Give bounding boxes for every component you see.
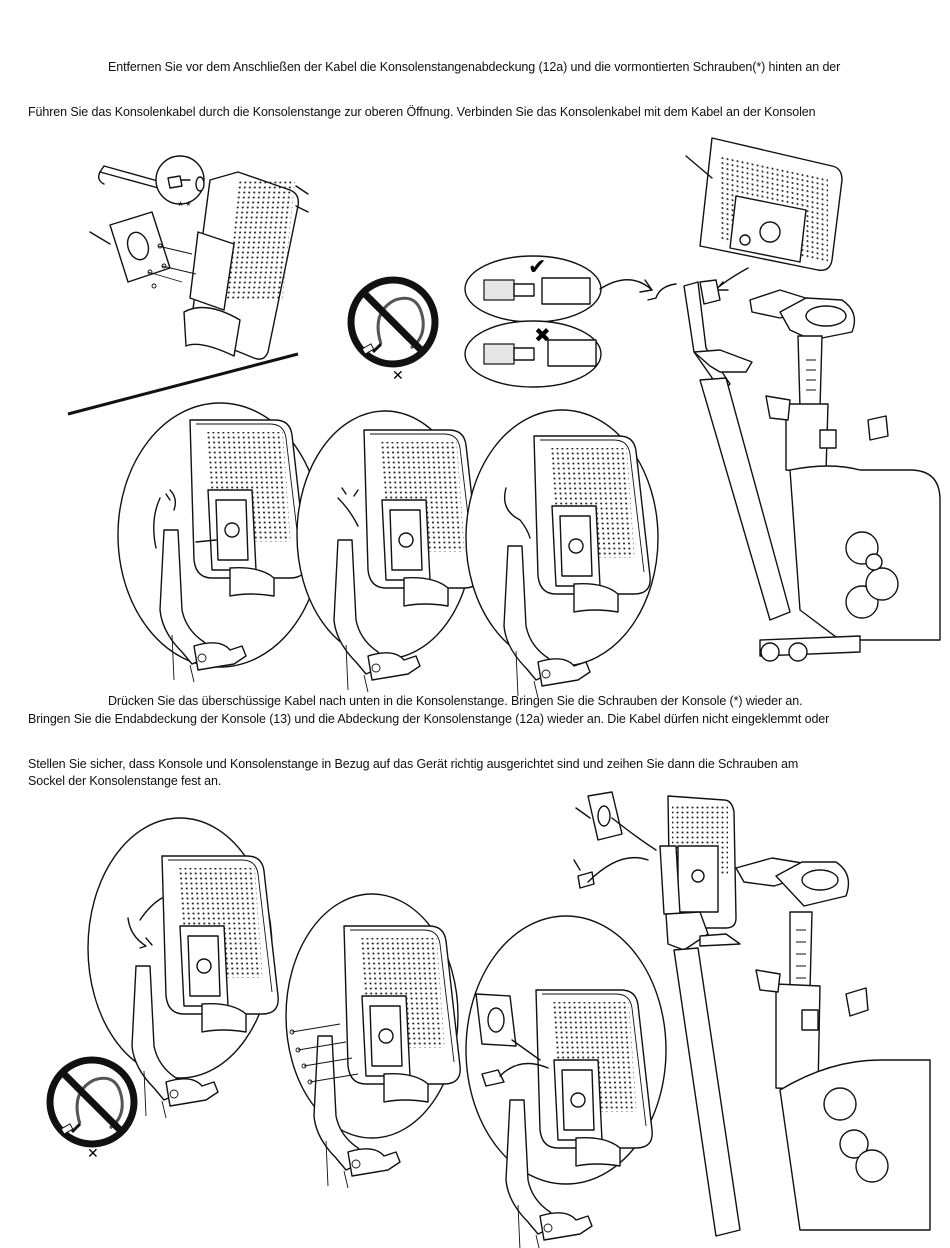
wrong-cross-icon: ✖ [534,323,551,347]
step3-instruction-line2: Sockel der Konsolenstange fest an. [28,774,222,788]
step2-instruction-line1: Drücken Sie das überschüssige Kabel nach… [108,694,803,708]
closeup-circle-6 [465,915,667,1248]
exploded-console-diagram [67,155,309,416]
step1-instruction-line1: Entfernen Sie vor dem Anschließen der Ka… [108,60,841,74]
step1-instruction-line2: Führen Sie das Konsolenkabel durch die K… [28,105,816,119]
screw-asterisk-mark: * * [178,199,191,213]
connector-detail-correct [464,255,653,323]
step2-instruction-line2: Bringen Sie die Endabdeckung der Konsole… [28,712,830,726]
no-pinch-cable-icon [351,280,435,364]
closeup-circle-4 [87,817,279,1119]
no-pinch-cable-icon-bottom [50,1060,134,1144]
closeup-circle-5 [285,893,461,1189]
correct-check-icon: ✔ [528,255,546,280]
closeup-circle-1 [117,402,323,683]
wrong-mark-2: ✕ [87,1146,99,1162]
closeup-circle-3 [465,409,659,699]
exercise-bike-diagram-bottom [573,791,931,1237]
connector-detail-wrong [464,320,602,388]
closeup-circle-2 [296,410,481,693]
step3-instruction-line1: Stellen Sie sicher, dass Konsole und Kon… [28,757,799,771]
wrong-mark-1: ✕ [392,368,404,384]
exercise-bike-diagram-top [647,137,941,662]
